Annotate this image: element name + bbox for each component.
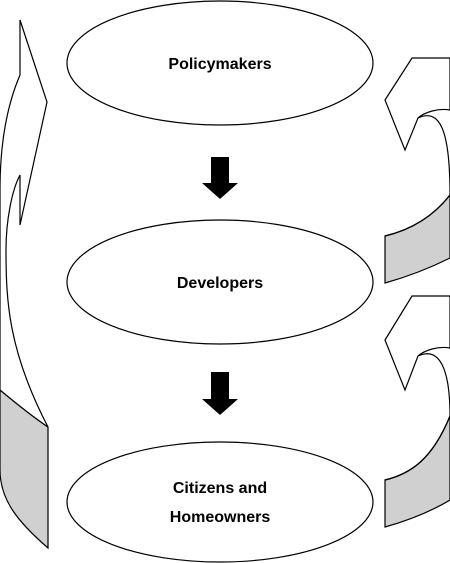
node-citizens-label-line2: Homeowners — [170, 509, 271, 526]
lower-right-arrowhead — [384, 295, 450, 392]
node-policymakers-label: Policymakers — [168, 56, 271, 73]
node-citizens: Citizens and Homeowners — [66, 441, 374, 563]
node-policymakers: Policymakers — [66, 0, 374, 126]
left-feedback-arrow — [0, 19, 49, 550]
left-feedback-body — [0, 19, 49, 428]
upper-right-arrowhead — [384, 57, 450, 152]
node-citizens-label-line1: Citizens and — [173, 480, 267, 497]
upper-right-feedback-arrow — [384, 57, 450, 284]
lower-right-curve — [384, 353, 450, 481]
arrow-policymakers-to-developers — [202, 157, 238, 199]
lower-right-feedback-arrow — [384, 295, 450, 528]
lower-right-band — [384, 415, 450, 528]
upper-right-band — [384, 194, 450, 284]
node-developers-label: Developers — [177, 275, 263, 292]
arrow-developers-to-citizens — [202, 372, 238, 415]
node-developers: Developers — [66, 219, 374, 345]
